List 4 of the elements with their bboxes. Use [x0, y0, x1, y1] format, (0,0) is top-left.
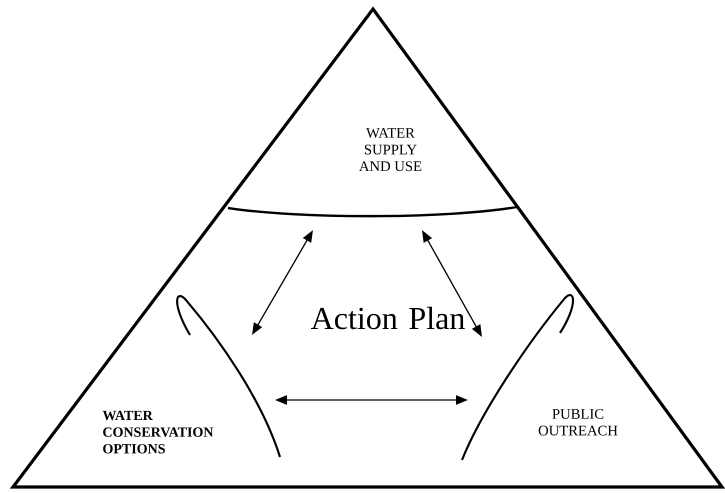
title-text: Action Plan	[311, 306, 465, 330]
region-label: WATER SUPPLY AND USE	[359, 128, 422, 172]
region-label: PUBLIC OUTREACH	[538, 408, 618, 436]
region-label: WATER CONSERVATION OPTIONS	[102, 410, 214, 454]
